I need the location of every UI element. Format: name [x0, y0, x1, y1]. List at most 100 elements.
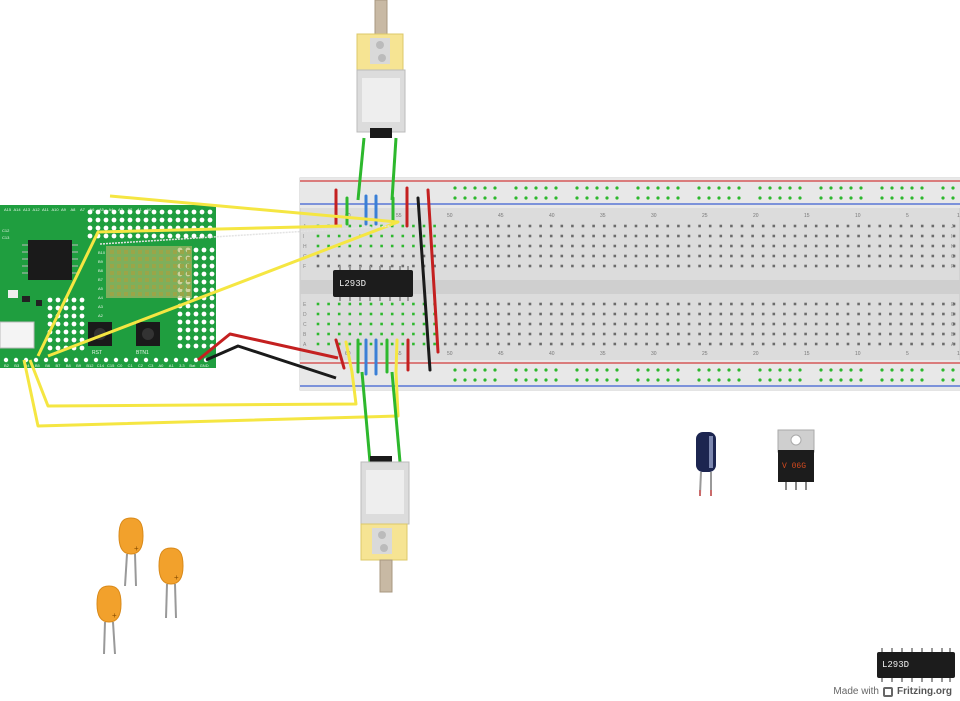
mcu-top-pin-label: A7 — [80, 207, 86, 212]
ceramic-capacitor-2: + — [158, 547, 184, 619]
column-number-top: 15 — [804, 213, 810, 219]
breadboard: 6060555550504545404035353030252520201515… — [299, 177, 960, 391]
row-letter: E — [303, 302, 307, 308]
rst-label: RST — [92, 350, 102, 356]
mcu-side-pin-label: A3 — [98, 304, 104, 309]
row-letter: F — [951, 264, 954, 270]
column-number-top: 5 — [906, 213, 909, 219]
mcu-top-pin-label: A3 — [118, 207, 124, 212]
mcu-bottom-pin-label: C0 — [117, 363, 123, 368]
mcu-top-pin-label: A11 — [42, 207, 50, 212]
breadboard-wires — [334, 186, 440, 376]
row-letter: C — [303, 322, 307, 328]
row-letter: A — [951, 342, 955, 348]
mcu-bottom-pin-label: A0 — [159, 363, 165, 368]
top-motor — [356, 0, 406, 201]
mcu-bottom-pin-label: B7 — [56, 363, 62, 368]
row-letter: D — [303, 312, 307, 318]
mcu-main-chip — [28, 240, 72, 280]
column-number-top: 40 — [549, 213, 555, 219]
ceramic-capacitor-1: + — [118, 517, 144, 587]
breadboard-rail-holes — [453, 186, 955, 382]
mcu-side-pin-label: B7 — [98, 277, 104, 282]
row-letter: G — [951, 254, 955, 260]
column-number-bottom: 40 — [549, 351, 555, 357]
mcu-top-pin-label: A5 — [99, 207, 105, 212]
column-number-top: 55 — [396, 213, 402, 219]
regulator-marking: V 06G — [782, 462, 806, 471]
column-number-top: 25 — [702, 213, 708, 219]
voltage-regulator: V 06G — [777, 429, 815, 490]
fritzing-logo-icon — [883, 686, 893, 697]
breadboard-holes — [316, 224, 956, 346]
mcu-side-pin-label: A2 — [98, 313, 104, 318]
row-letter: D — [951, 312, 955, 318]
mcu-top-pin-label: A15 — [4, 207, 12, 212]
mcu-bottom-pin-label: C3 — [148, 363, 154, 368]
credit-prefix: Made with — [833, 686, 879, 697]
mcu-bottom-pin-label: B3 — [14, 363, 20, 368]
mcu-bottom-pin-label: C1 — [128, 363, 134, 368]
mcu-bottom-pin-label: B6 — [45, 363, 51, 368]
electrolytic-capacitor — [696, 432, 716, 496]
row-letter: H — [303, 244, 307, 250]
column-number-top: 45 — [498, 213, 504, 219]
usb-connector — [0, 321, 35, 349]
mcu-top-pin-label: A9 — [61, 207, 67, 212]
row-letter: E — [951, 302, 955, 308]
column-number-bottom: 5 — [906, 351, 909, 357]
column-number-bottom: 20 — [753, 351, 759, 357]
row-letter: B — [303, 332, 307, 338]
mcu-bottom-pin-label: Bat — [189, 363, 196, 368]
mcu-top-pin-label: A0 — [147, 207, 153, 212]
svg-text:+: + — [174, 573, 179, 582]
row-letter: H — [951, 244, 955, 250]
column-number-bottom: 50 — [447, 351, 453, 357]
mcu-top-pin-label: A8 — [71, 207, 77, 212]
ceramic-capacitor-3: + — [96, 585, 122, 655]
column-number-bottom: 35 — [600, 351, 606, 357]
mcu-top-pin-label: A2 — [128, 207, 134, 212]
credit-brand: Fritzing.org — [897, 686, 952, 697]
mcu-top-pin-label: A13 — [23, 207, 31, 212]
mcu-side-pin-label: B10 — [98, 250, 106, 255]
mcu-bottom-pin-label: B5 — [35, 363, 41, 368]
mcu-left-pin-label: C13 — [2, 235, 10, 240]
mcu-side-pin-label: A4 — [98, 295, 104, 300]
mcu-side-pin-label: A5 — [98, 286, 104, 291]
bottom-motor — [360, 371, 410, 593]
mcu-bottom-pin-label: B4 — [25, 363, 31, 368]
row-letter: F — [303, 264, 306, 270]
row-letter: J — [951, 224, 954, 230]
column-number-top: 30 — [651, 213, 657, 219]
mcu-bottom-pin-label: B8 — [66, 363, 72, 368]
mcu-left-pin-label: C12 — [2, 228, 10, 233]
l293d-chip: L293D — [333, 266, 413, 301]
svg-text:+: + — [112, 611, 117, 620]
mcu-top-pin-label: A12 — [33, 207, 41, 212]
fritzing-credit: Made with Fritzing.org — [833, 686, 952, 697]
thin-grey-wire — [99, 225, 391, 245]
row-letter: I — [951, 234, 952, 240]
mcu-top-pin-label: A14 — [14, 207, 22, 212]
mcu-bottom-pin-label: GND — [200, 363, 209, 368]
mcu-side-pin-label: B8 — [98, 268, 104, 273]
spare-chip-label: L293D — [882, 660, 909, 670]
column-number-bottom: 30 — [651, 351, 657, 357]
mcu-bottom-pin-label: B9 — [76, 363, 82, 368]
mcu-top-pin-label: A1 — [137, 207, 143, 212]
column-number-bottom: 10 — [855, 351, 861, 357]
btn1-label: BTN1 — [136, 350, 149, 356]
mcu-bottom-pin-label: B12 — [86, 363, 94, 368]
mcu-bottom-pin-label: A1 — [169, 363, 175, 368]
row-letter: B — [951, 332, 955, 338]
column-number-bottom: 55 — [396, 351, 402, 357]
power-wires — [197, 332, 339, 380]
mcu-bottom-pin-label: C14 — [97, 363, 105, 368]
column-number-bottom: 15 — [804, 351, 810, 357]
mcu-bottom-pin-label: C2 — [138, 363, 144, 368]
